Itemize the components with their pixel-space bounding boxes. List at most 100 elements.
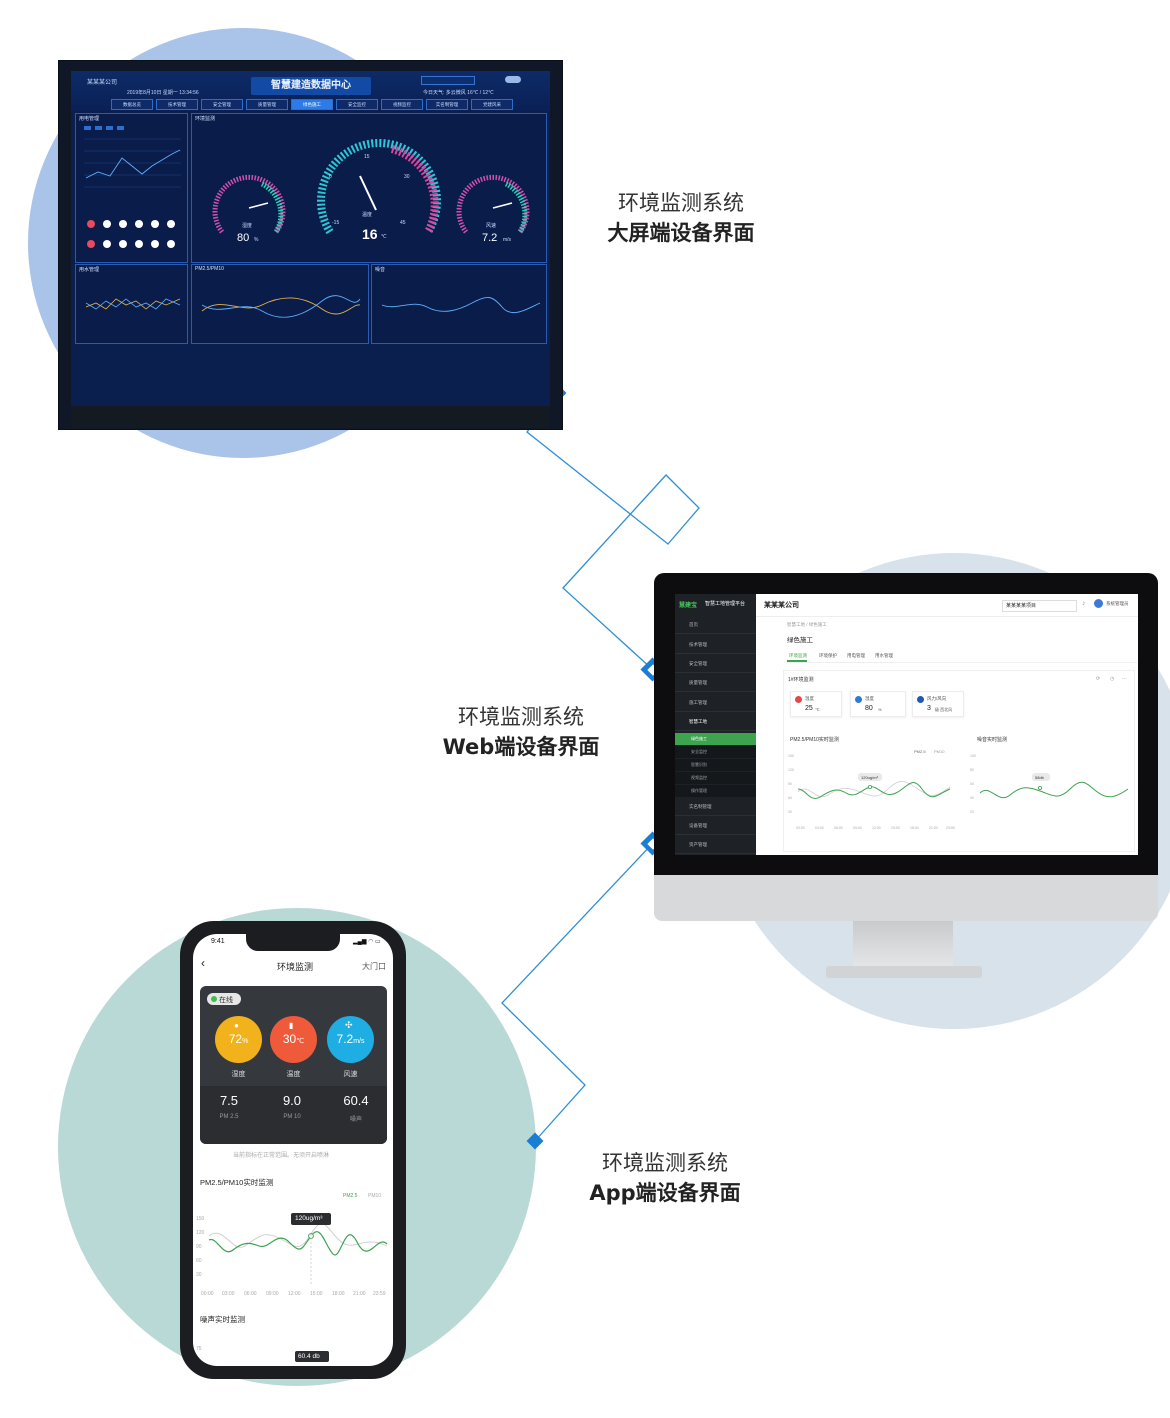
monitor-device: 慧建宝 智慧工地管理平台 首页 技术管理 安全管理 质量管理 施工管理 智慧工地… <box>654 573 1158 921</box>
web-menu-item[interactable]: 技术管理 <box>675 636 756 654</box>
avatar[interactable] <box>1094 599 1103 608</box>
bigscreen-nav-item-active[interactable]: 绿色施工 <box>291 99 333 110</box>
history-icon[interactable]: ◷ <box>1110 676 1115 682</box>
bigscreen-nav-item[interactable]: 技术管理 <box>156 99 198 110</box>
online-dot-icon <box>211 996 217 1002</box>
y-tick: 75 <box>196 1346 202 1352</box>
temperature-label: 温度 <box>362 212 373 218</box>
env-gauges <box>212 138 530 235</box>
bigscreen-pm-panel: PM2.5/PM10 <box>191 264 369 344</box>
app-pm-title: PM2.5/PM10实时监测 <box>200 1178 274 1187</box>
bigscreen-toggle[interactable] <box>505 76 521 83</box>
x-tick: 09:00 <box>853 826 862 830</box>
web-sidebar: 慧建宝 智慧工地管理平台 首页 技术管理 安全管理 质量管理 施工管理 智慧工地… <box>675 594 756 855</box>
more-icon[interactable]: ⋯ <box>1122 676 1127 682</box>
y-tick: 120 <box>788 768 794 772</box>
wind-gauge-circle: ✣ 7.2m/s <box>327 1016 374 1063</box>
wind-value: 7.2 <box>482 232 498 244</box>
breadcrumb: 智慧工地 / 绿色施工 <box>787 622 827 627</box>
web-submenu-item[interactable]: 视频监控 <box>675 772 756 784</box>
bigscreen-company: 某某某公司 <box>87 80 118 86</box>
gauge-value-number: 72 <box>228 1032 243 1046</box>
bigscreen-env-panel: 环境监测 <box>191 113 547 263</box>
caption-line1: 环境监测系统 <box>458 705 584 729</box>
caption-app: 环境监测系统 App端设备界面 <box>580 1148 750 1208</box>
bigscreen-nav-item[interactable]: 质量管理 <box>246 99 288 110</box>
web-menu-item[interactable]: 资产管理 <box>675 836 756 854</box>
humidity-value: 80 <box>237 232 250 244</box>
gauge-label: 湿度 <box>231 1071 246 1078</box>
bell-icon[interactable]: ♪ <box>1082 600 1086 607</box>
app-title: 环境监测 <box>277 962 314 972</box>
app-location[interactable]: 大门口 <box>362 962 386 971</box>
wind-icon <box>917 696 924 703</box>
thermometer-icon: ▮ <box>289 1021 294 1030</box>
gauge-unit: m/s <box>353 1038 365 1045</box>
tab-protect[interactable]: 环境保护 <box>819 653 837 658</box>
app-pm-chart <box>208 1213 388 1362</box>
caption-line2: 大屏端设备界面 <box>607 221 755 245</box>
web-menu-item[interactable]: 质量管理 <box>675 674 756 692</box>
x-tick: 15:00 <box>891 826 900 830</box>
x-tick: 09:00 <box>266 1291 279 1297</box>
back-icon[interactable]: ‹ <box>201 956 205 970</box>
web-content-card: 1#环境监测 ⟳ ◷ ⋯ 温度 25 ℃ 湿度 80 % 风力/风向 3 级 西… <box>783 670 1135 852</box>
monitor-stand <box>853 921 953 969</box>
bigscreen-nav-item[interactable]: 视频监控 <box>381 99 423 110</box>
bigscreen-nav-item[interactable]: 数据总览 <box>111 99 153 110</box>
web-pm-tooltip: 120ug/m³ <box>861 775 878 780</box>
web-menu-item-expanded[interactable]: 智慧工地 <box>675 713 756 731</box>
caption-bigscreen: 环境监测系统 大屏端设备界面 <box>596 188 766 248</box>
web-topbar: 某某某公司 某某某某项目 ♪ 系统管理员 <box>756 594 1138 617</box>
gauge-label: 风速 <box>343 1071 358 1078</box>
connector-line-top <box>526 392 700 670</box>
x-tick: 00:00 <box>201 1291 214 1297</box>
bigscreen-noise-panel: 噪音 <box>371 264 547 344</box>
web-submenu-item-active[interactable]: 绿色施工 <box>675 733 756 745</box>
x-tick: 06:00 <box>244 1291 257 1297</box>
power-chart <box>84 126 181 248</box>
web-project-select[interactable]: 某某某某项目 <box>1002 600 1077 612</box>
device-select[interactable]: 1#环境监测 <box>788 677 814 683</box>
web-menu-item[interactable]: 实名制管理 <box>675 798 756 816</box>
bigscreen-nav-item[interactable]: 实名制管理 <box>426 99 468 110</box>
signal-icon: ▂▄▆ ◠ ▭ <box>353 939 381 945</box>
y-tick: 30 <box>788 810 792 814</box>
web-submenu-item[interactable]: 操作管理 <box>675 785 756 797</box>
stat-label: PM 2.5 <box>219 1114 239 1120</box>
web-submenu-item[interactable]: 安全监控 <box>675 746 756 758</box>
wind-gauge <box>456 174 530 234</box>
caption-web: 环境监测系统 Web端设备界面 <box>436 702 606 762</box>
tab-env[interactable]: 环境监测 <box>789 653 807 658</box>
caption-line1: 环境监测系统 <box>618 191 744 215</box>
bigscreen-nav-item[interactable]: 安全管理 <box>201 99 243 110</box>
stat-label: 噪声 <box>349 1117 362 1123</box>
temperature-gauge-circle: ▮ 30℃ <box>270 1016 317 1063</box>
monitor-base <box>826 966 982 978</box>
x-tick: 21:00 <box>353 1291 366 1297</box>
bigscreen-nav-item[interactable]: 安全监控 <box>336 99 378 110</box>
web-menu-item[interactable]: 施工管理 <box>675 694 756 712</box>
bigscreen-header: 某某某公司 智慧建造数据中心 2019年8月10日 星期一 13:34:56 今… <box>71 71 550 111</box>
pm-legend-pm10: PM10 <box>934 749 945 754</box>
y-tick: 60 <box>970 782 974 786</box>
y-tick: 90 <box>788 782 792 786</box>
gauge-unit: ℃ <box>296 1038 305 1045</box>
x-tick: 03:00 <box>815 826 824 830</box>
web-menu-item[interactable]: 首页 <box>675 616 756 634</box>
y-tick: 100 <box>970 754 976 758</box>
metric-value: 3 <box>927 705 931 712</box>
web-submenu-item[interactable]: 智慧识别 <box>675 759 756 771</box>
web-menu-item[interactable]: 安全管理 <box>675 655 756 673</box>
bigscreen-nav-item[interactable]: 党建风采 <box>471 99 513 110</box>
pm-legend-pm25: PM2.5 <box>914 749 926 754</box>
app-noise-title: 噪声实时监测 <box>200 1315 245 1324</box>
bigscreen-base <box>71 406 550 428</box>
refresh-icon[interactable]: ⟳ <box>1096 676 1101 682</box>
y-tick: 90 <box>196 1244 202 1250</box>
tab-water[interactable]: 用水管理 <box>875 653 893 658</box>
metric-label: 风力/风向 <box>927 696 947 701</box>
tab-power[interactable]: 用电管理 <box>847 653 865 658</box>
bigscreen-project-select[interactable] <box>421 76 475 85</box>
web-menu-item[interactable]: 设备管理 <box>675 817 756 835</box>
